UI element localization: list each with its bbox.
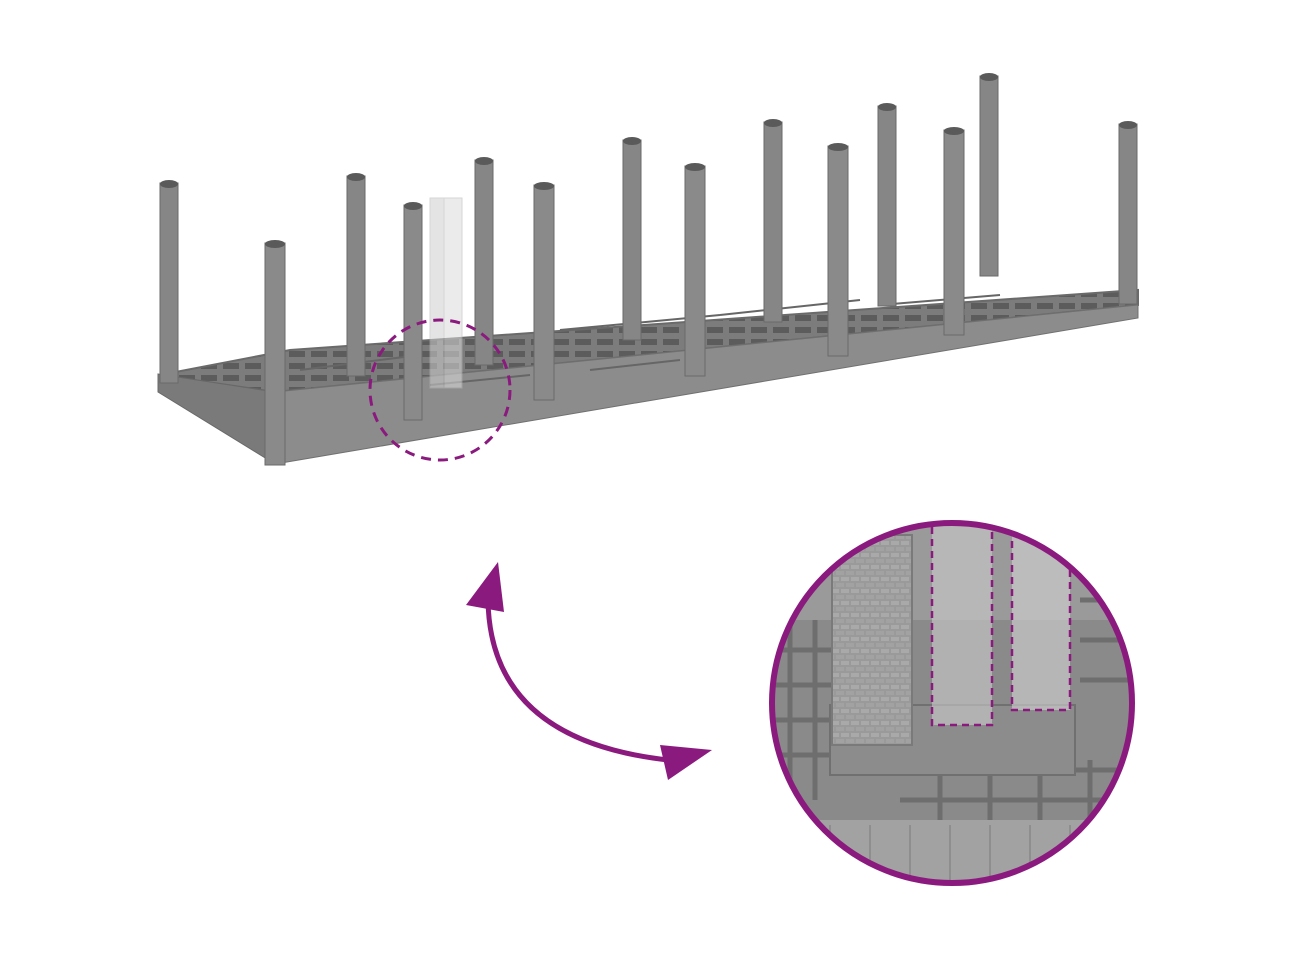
post xyxy=(943,127,965,336)
post xyxy=(827,143,849,357)
zoom-detail-circle xyxy=(769,520,1135,886)
zoom-border xyxy=(769,520,1135,886)
post xyxy=(403,202,423,421)
post xyxy=(877,103,897,307)
rack-posts xyxy=(159,73,1138,466)
zoom-post xyxy=(831,534,913,746)
arrow-head-up xyxy=(466,562,504,612)
post xyxy=(979,73,999,277)
post xyxy=(1118,121,1138,305)
ghost-outline-left xyxy=(930,523,994,727)
post xyxy=(622,137,642,341)
rack-shelf xyxy=(157,288,1139,465)
post xyxy=(159,180,179,384)
post xyxy=(684,163,706,377)
post xyxy=(763,119,783,323)
curved-arrow xyxy=(466,562,712,780)
ghost-outline-right xyxy=(1010,523,1072,712)
arrow-head-right xyxy=(660,745,712,780)
post xyxy=(264,240,286,466)
detail-highlight-circle xyxy=(368,318,512,462)
post xyxy=(474,157,494,366)
post xyxy=(533,182,555,401)
ghost-post xyxy=(429,197,463,389)
post xyxy=(346,173,366,377)
